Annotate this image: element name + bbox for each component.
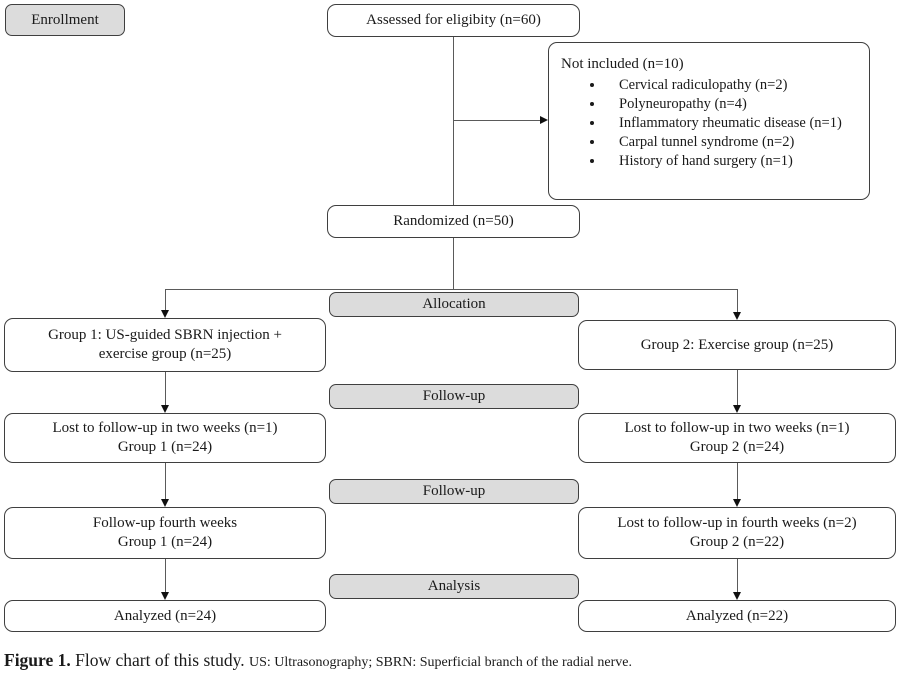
connector-randomized-down — [453, 238, 454, 290]
stage-label-enrollment: Enrollment — [5, 4, 125, 36]
stage-label-analysis: Analysis — [329, 574, 579, 599]
not-included-item: Cervical radiculopathy (n=2) — [605, 76, 842, 95]
randomized-box: Randomized (n=50) — [327, 205, 580, 238]
connector-to-not-included — [453, 120, 541, 121]
connector-group1-to-lost — [165, 372, 166, 405]
connector-assessed-to-randomized — [453, 37, 454, 205]
stage-label-followup-1: Follow-up — [329, 384, 579, 409]
arrowhead-group2 — [733, 312, 741, 320]
figure-caption-abbreviations: US: Ultrasonography; SBRN: Superficial b… — [249, 655, 632, 670]
stage-label-allocation: Allocation — [329, 292, 579, 317]
analyzed-group1-box: Analyzed (n=24) — [4, 600, 326, 632]
arrowhead-lost-group1 — [161, 405, 169, 413]
connector-allocation-branch — [165, 289, 737, 290]
group2-box: Group 2: Exercise group (n=25) — [578, 320, 896, 370]
fourth-weeks-group2-box: Lost to follow-up in fourth weeks (n=2) … — [578, 507, 896, 559]
not-included-item: Polyneuropathy (n=4) — [605, 95, 842, 114]
lost-two-weeks-group1-box: Lost to follow-up in two weeks (n=1) Gro… — [4, 413, 326, 463]
arrowhead-analyzed-group2 — [733, 592, 741, 600]
arrowhead-fourth-group1 — [161, 499, 169, 507]
not-included-title: Not included (n=10) — [561, 56, 684, 72]
not-included-item: History of hand surgery (n=1) — [605, 152, 842, 171]
connector-fourth2-to-analyzed — [737, 559, 738, 592]
connector-branch-to-group1 — [165, 289, 166, 310]
connector-branch-to-group2 — [737, 289, 738, 312]
analyzed-group2-box: Analyzed (n=22) — [578, 600, 896, 632]
assessed-for-eligibility-box: Assessed for eligibity (n=60) — [327, 4, 580, 37]
arrowhead-lost-group2 — [733, 405, 741, 413]
not-included-item: Carpal tunnel syndrome (n=2) — [605, 133, 842, 152]
figure-caption-label: Figure 1. — [4, 650, 71, 670]
group1-box: Group 1: US-guided SBRN injection + exer… — [4, 318, 326, 372]
not-included-box: Not included (n=10) Cervical radiculopat… — [548, 42, 870, 200]
arrowhead-fourth-group2 — [733, 499, 741, 507]
connector-fourth1-to-analyzed — [165, 559, 166, 592]
not-included-item: Inflammatory rheumatic disease (n=1) — [605, 114, 842, 133]
figure-caption-title: Flow chart of this study. — [70, 650, 249, 670]
arrowhead-not-included — [540, 116, 548, 124]
arrowhead-analyzed-group1 — [161, 592, 169, 600]
arrowhead-group1 — [161, 310, 169, 318]
connector-lost2-to-fourth — [737, 463, 738, 499]
connector-group2-to-lost — [737, 370, 738, 405]
not-included-list: Cervical radiculopathy (n=2)Polyneuropat… — [561, 76, 842, 172]
connector-lost1-to-fourth — [165, 463, 166, 499]
fourth-weeks-group1-box: Follow-up fourth weeks Group 1 (n=24) — [4, 507, 326, 559]
stage-label-followup-2: Follow-up — [329, 479, 579, 504]
figure-caption: Figure 1. Flow chart of this study. US: … — [4, 650, 896, 671]
lost-two-weeks-group2-box: Lost to follow-up in two weeks (n=1) Gro… — [578, 413, 896, 463]
